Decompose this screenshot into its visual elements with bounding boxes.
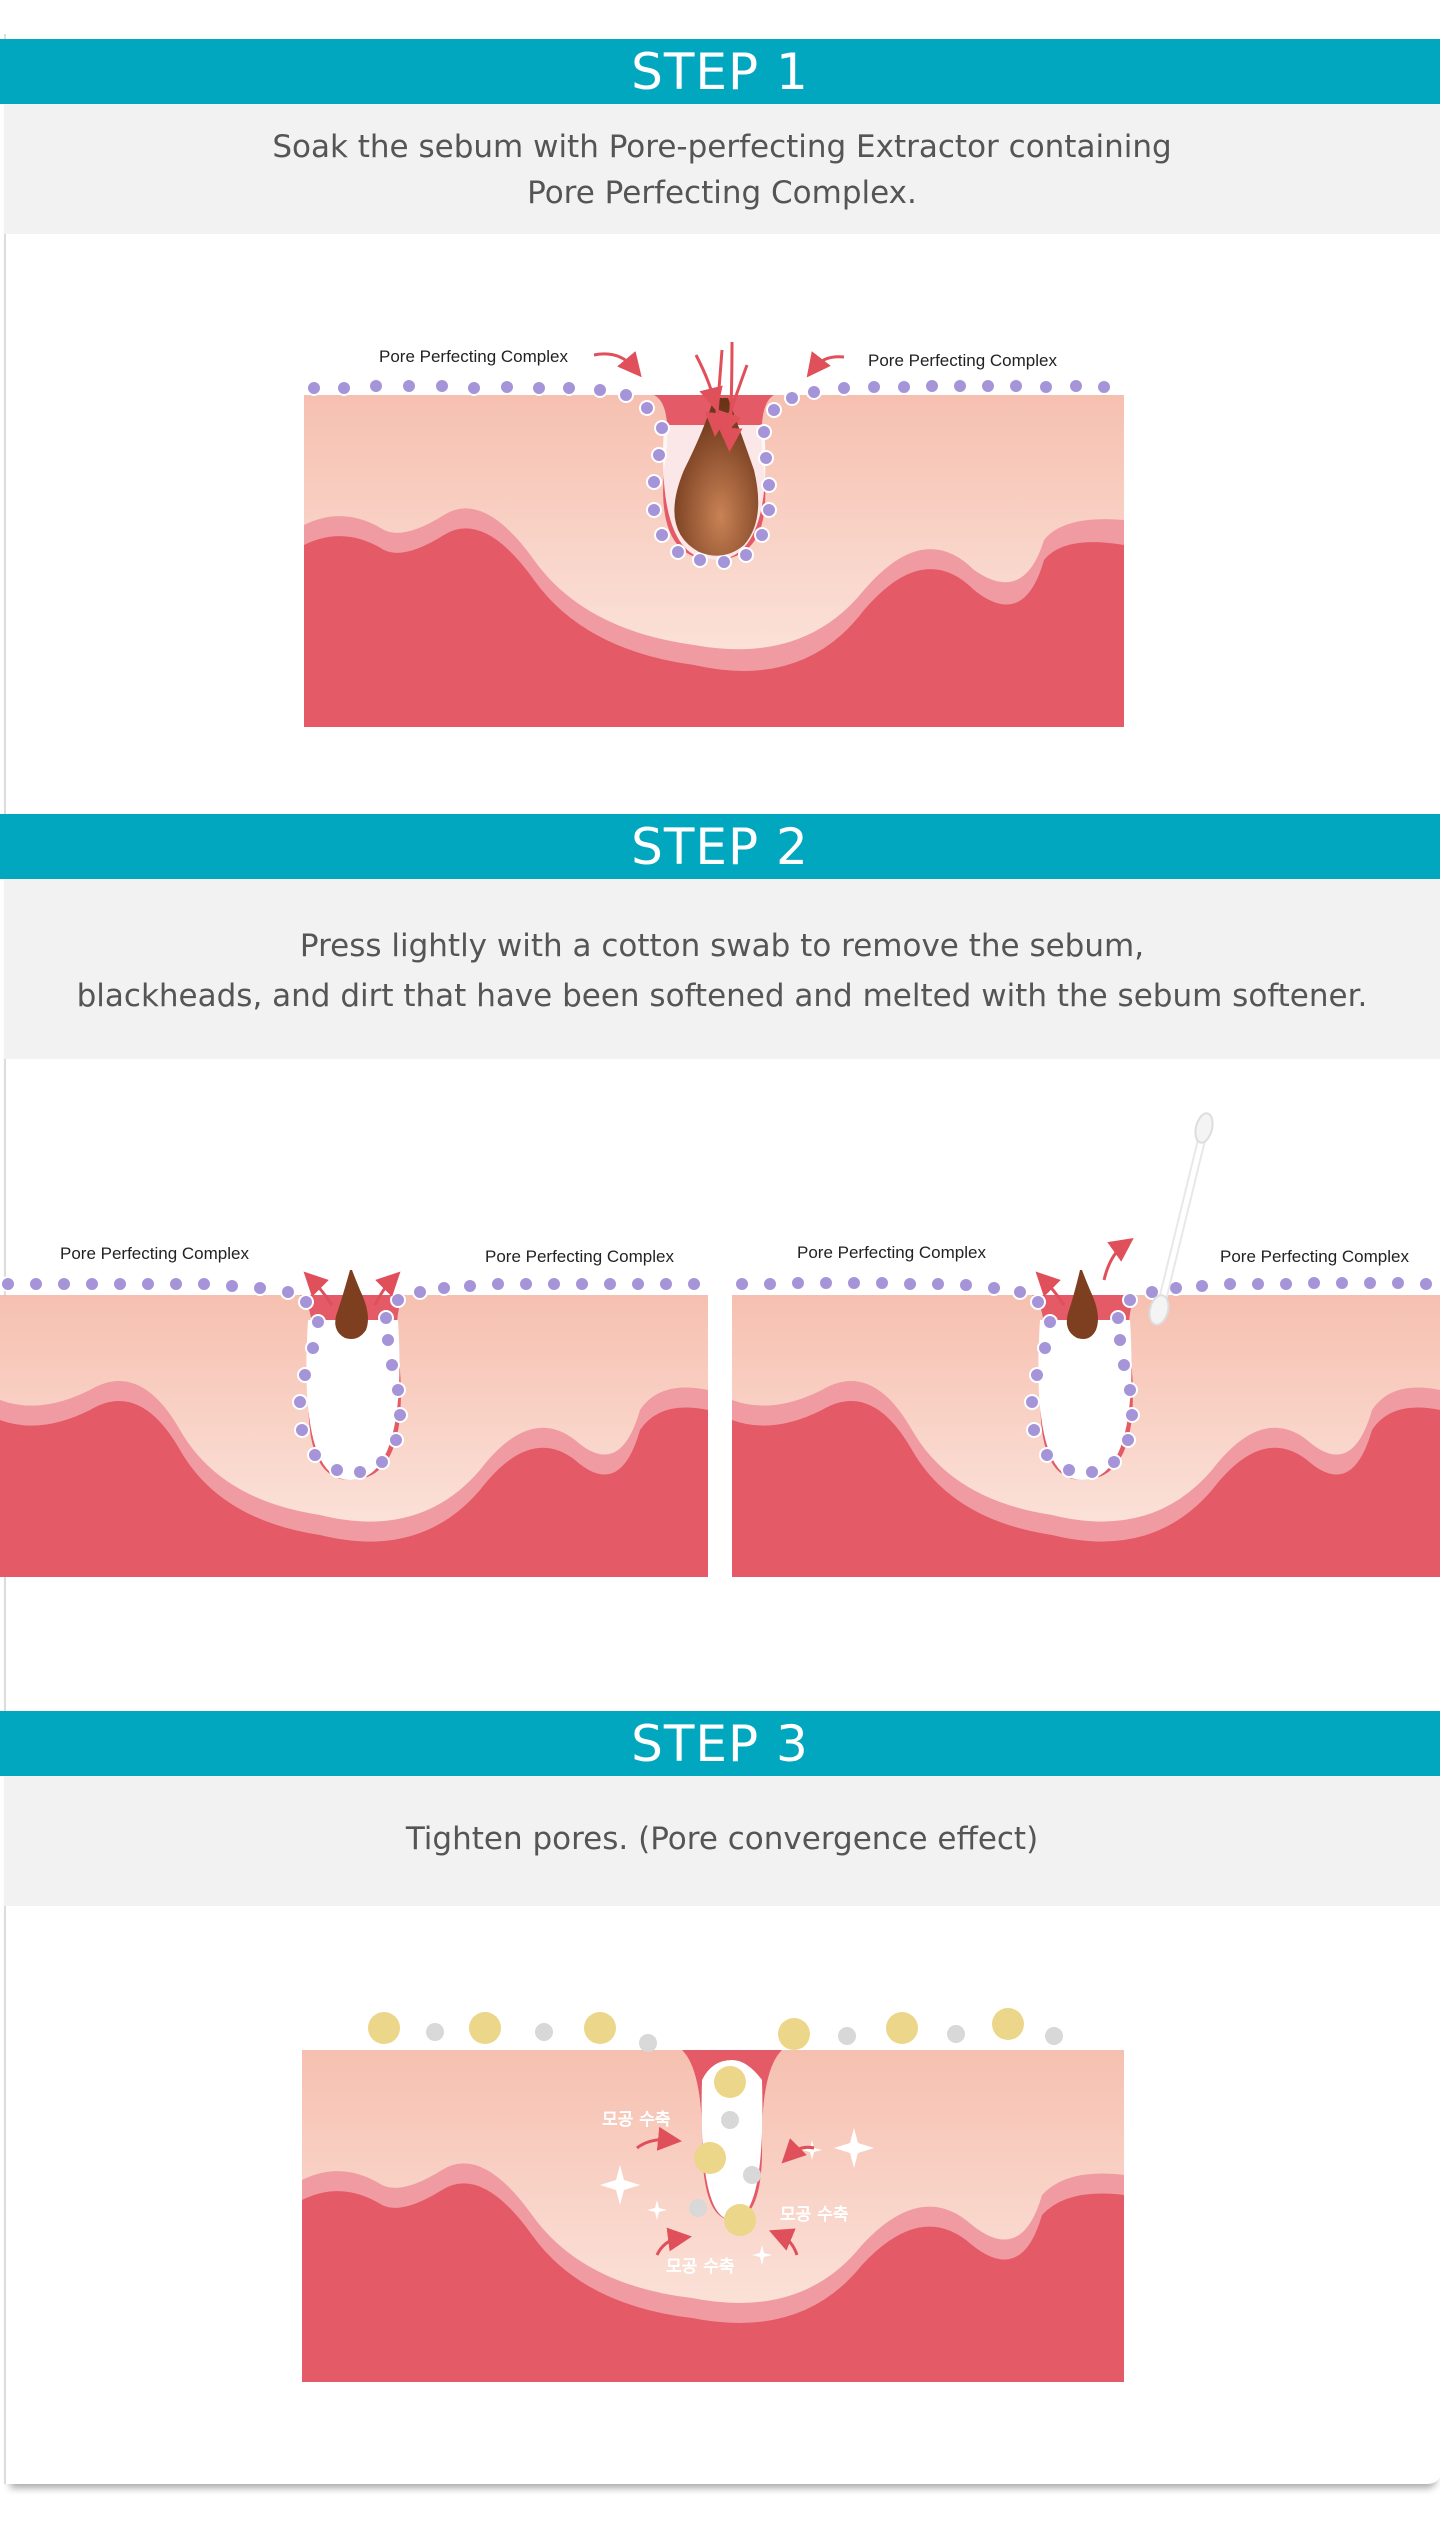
step-3-header: STEP 3 bbox=[0, 1711, 1440, 1776]
sebum-plug-icon bbox=[335, 1270, 368, 1339]
arrow-icon bbox=[303, 1271, 401, 1306]
step-1-header: STEP 1 bbox=[0, 39, 1440, 104]
step-1-illustration: Pore Perfecting Complex Pore Perfecting … bbox=[304, 341, 1124, 727]
contraction-label-bottom: 모공 수축 bbox=[666, 2257, 735, 2277]
contraction-label-right: 모공 수축 bbox=[780, 2205, 849, 2225]
step-2-header: STEP 2 bbox=[0, 814, 1440, 879]
complex-label-right: Pore Perfecting Complex bbox=[485, 1247, 674, 1266]
step-1-description: Soak the sebum with Pore-perfecting Extr… bbox=[4, 104, 1440, 234]
step-2-line-1: Press lightly with a cotton swab to remo… bbox=[299, 928, 1145, 964]
pore-perfecting-complex-dots bbox=[0, 1276, 702, 1480]
pore-perfecting-complex-dots bbox=[734, 1275, 1434, 1480]
complex-label-right: Pore Perfecting Complex bbox=[1220, 1247, 1409, 1266]
step-2-illustration-left: Pore Perfecting Complex Pore Perfecting … bbox=[0, 1244, 708, 1577]
complex-label-right: Pore Perfecting Complex bbox=[868, 351, 1057, 370]
step-3-line-1: Tighten pores. (Pore convergence effect) bbox=[405, 1821, 1039, 1857]
arrow-icon bbox=[593, 341, 845, 452]
sparkle-icon bbox=[600, 2128, 874, 2265]
step-2-description: Press lightly with a cotton swab to remo… bbox=[4, 879, 1440, 1059]
arrow-icon bbox=[1035, 1238, 1134, 1306]
complex-label-left: Pore Perfecting Complex bbox=[379, 347, 568, 366]
contraction-label-left: 모공 수축 bbox=[602, 2110, 671, 2130]
cotton-swab-icon bbox=[1148, 1112, 1214, 1326]
step-3-description: Tighten pores. (Pore convergence effect) bbox=[4, 1776, 1440, 1906]
complex-label-left: Pore Perfecting Complex bbox=[60, 1244, 249, 1263]
nutrient-dots bbox=[368, 2008, 1063, 2236]
step-2-illustration-right: Pore Perfecting Complex Pore Perfecting … bbox=[732, 1112, 1440, 1577]
step-1-line-1: Soak the sebum with Pore-perfecting Extr… bbox=[272, 129, 1172, 165]
complex-label-left: Pore Perfecting Complex bbox=[797, 1243, 986, 1262]
arrow-icon bbox=[636, 2126, 815, 2256]
step-3-illustration: 모공 수축 모공 수축 모공 수축 bbox=[302, 2008, 1124, 2382]
pore-perfecting-complex-dots bbox=[306, 378, 1112, 570]
sebum-plug-icon bbox=[1066, 1270, 1098, 1339]
step-2-line-2: blackheads, and dirt that have been soft… bbox=[76, 978, 1368, 1014]
step-1-line-2: Pore Perfecting Complex. bbox=[527, 175, 917, 211]
